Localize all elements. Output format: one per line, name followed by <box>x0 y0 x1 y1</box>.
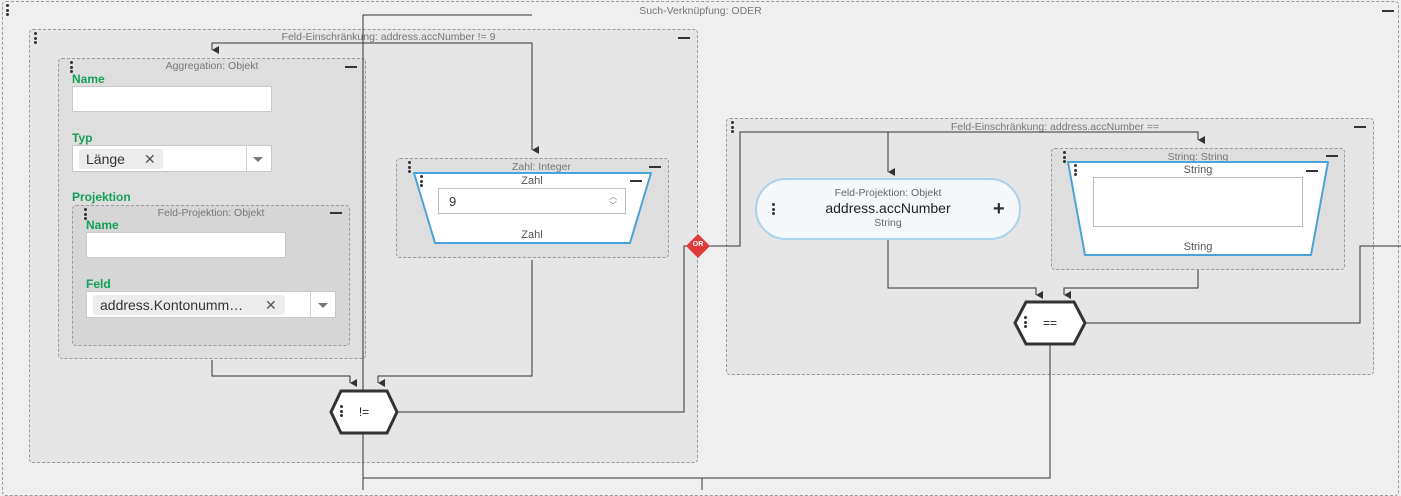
neq-drag-handle-icon[interactable] <box>340 405 344 419</box>
field-caret-down-icon[interactable] <box>318 303 328 308</box>
number-input[interactable]: 9 ︿﹀ <box>438 188 626 214</box>
projection-node-type: String <box>874 217 902 229</box>
type-chip-close-icon[interactable]: ✕ <box>144 151 156 167</box>
projection-node-plus-icon[interactable]: + <box>993 198 1005 220</box>
eq-operator-label: == <box>1042 316 1057 330</box>
field-chip-close-icon[interactable]: ✕ <box>261 295 277 315</box>
projection-node-drag-handle-icon[interactable] <box>772 203 776 217</box>
wire-or-to-right <box>706 131 1205 247</box>
aggregation-collapse-icon[interactable] <box>345 66 357 68</box>
wire-number-to-neq <box>377 260 533 387</box>
wire-neq-to-or <box>397 245 690 413</box>
number-stepper-icon[interactable]: ︿﹀ <box>609 192 617 210</box>
type-chip-label: Länge <box>86 151 125 167</box>
type-select[interactable]: Länge ✕ <box>72 145 272 172</box>
string-node-drag-handle-icon[interactable] <box>1074 164 1078 178</box>
string-group-drag-handle-icon[interactable] <box>1063 151 1067 165</box>
string-node-bottom-label: String <box>1183 241 1213 253</box>
neq-operator-label: != <box>358 405 370 419</box>
projection-label: Projektion <box>72 190 131 204</box>
field-projection-title: Feld-Projektion: Objekt <box>157 207 265 219</box>
string-group-title: String: String <box>1167 151 1229 163</box>
projection-node-title: Feld-Projektion: Objekt <box>834 187 942 199</box>
left-group-collapse-icon[interactable] <box>678 37 690 39</box>
string-textarea[interactable] <box>1093 177 1303 227</box>
field-select[interactable]: address.Kontonumm… ✕ <box>86 291 336 318</box>
field-chip: address.Kontonumm… ✕ <box>93 295 285 315</box>
wire-string-to-eq <box>1063 270 1199 299</box>
left-group-drag-handle-icon[interactable] <box>34 32 38 46</box>
string-node-collapse-icon[interactable] <box>1306 170 1318 172</box>
neq-operator-shape <box>329 389 399 435</box>
wire-projection-to-eq <box>887 240 1043 299</box>
outer-drag-handle-icon[interactable] <box>6 4 10 18</box>
number-node-collapse-icon[interactable] <box>630 180 642 182</box>
right-group-collapse-icon[interactable] <box>1354 126 1366 128</box>
number-group-collapse-icon[interactable] <box>649 166 661 168</box>
wire-aggregation-to-neq <box>211 360 357 387</box>
or-badge[interactable]: OR <box>692 241 704 248</box>
projection-collapse-icon[interactable] <box>330 212 342 214</box>
projection-node-shape <box>755 178 1021 240</box>
projection-drag-handle-icon[interactable] <box>84 208 88 222</box>
number-node-drag-handle-icon[interactable] <box>420 175 424 189</box>
number-node-bottom-label: Zahl <box>521 229 543 241</box>
projection-name-input[interactable] <box>86 232 286 258</box>
outer-collapse-icon[interactable] <box>1382 10 1394 12</box>
number-group-drag-handle-icon[interactable] <box>408 161 412 175</box>
aggregation-drag-handle-icon[interactable] <box>70 61 74 75</box>
left-group-title: Feld-Einschränkung: address.accNumber !=… <box>281 31 496 43</box>
field-label: Feld <box>86 277 111 291</box>
number-group-title: Zahl: Integer <box>512 161 571 173</box>
type-caret-down-icon[interactable] <box>253 157 263 162</box>
field-projection-group: Feld-Projektion: Objekt <box>72 205 350 346</box>
right-group-title: Feld-Einschränkung: address.accNumber == <box>950 121 1160 133</box>
number-input-value: 9 <box>449 194 457 209</box>
right-group-drag-handle-icon[interactable] <box>731 121 735 135</box>
aggregation-title: Aggregation: Objekt <box>165 60 259 72</box>
aggregation-name-label: Name <box>72 72 105 86</box>
eq-drag-handle-icon[interactable] <box>1024 316 1028 330</box>
field-chip-label: address.Kontonumm… <box>100 297 244 313</box>
string-group-collapse-icon[interactable] <box>1326 155 1338 157</box>
eq-operator-shape <box>1013 300 1087 346</box>
aggregation-name-input[interactable] <box>72 86 272 112</box>
projection-name-label: Name <box>86 218 119 232</box>
type-chip: Länge ✕ <box>79 149 163 169</box>
type-label: Typ <box>72 131 93 145</box>
wire-left-top <box>211 42 539 154</box>
wire-outer-to-left <box>362 14 532 490</box>
projection-node-value: address.accNumber <box>825 200 951 216</box>
outer-group-title: Such-Verknüpfung: ODER <box>639 5 762 17</box>
wire-eq-out <box>1085 245 1401 324</box>
number-node-top-label: Zahl <box>521 175 543 187</box>
string-node-top-label: String <box>1183 164 1213 176</box>
wire-eq-bottom <box>362 345 1051 479</box>
or-badge-shape <box>686 234 710 258</box>
